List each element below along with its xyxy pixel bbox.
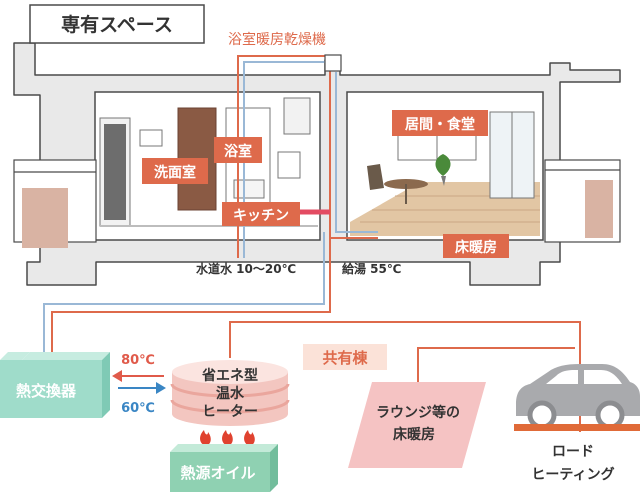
cold-supply-line <box>43 232 325 358</box>
hot-water-heater: 省エネ型 温水 ヒーター <box>170 360 290 426</box>
shared-building-title: 共有棟 <box>322 349 368 367</box>
temperature-arrows: 80℃ 60℃ <box>112 353 166 416</box>
kitchen-label: キッチン <box>233 208 289 224</box>
room-tag-living: 居間・食堂 <box>392 110 488 136</box>
heater-label-line2: 温水 <box>216 385 245 402</box>
cold-water-pipe-vertical <box>335 72 378 233</box>
washroom-label: 洗面室 <box>154 164 196 181</box>
road-label-line1: ロード <box>552 444 594 460</box>
flame-icon <box>200 430 211 446</box>
cold-water-pipe-upper <box>243 61 326 258</box>
hot-supply-line <box>51 238 331 358</box>
heat-exchanger: 熱交換器 <box>0 352 110 418</box>
temp-out-label: 80℃ <box>121 353 155 368</box>
room-tag-floor-heating: 床暖房 <box>443 234 509 258</box>
bathroom-dryer-label: 浴室暖房乾燥機 <box>228 31 326 48</box>
left-unit-interior <box>99 97 318 227</box>
heat-source-label: 熱源オイル <box>180 464 255 482</box>
tap-water-label: 水道水 10〜20℃ <box>196 261 296 276</box>
flame-icon <box>244 430 255 446</box>
lounge-floor-heating: ラウンジ等の 床暖房 <box>348 382 486 468</box>
lounge-feed-line <box>417 347 575 388</box>
floor-heating-label: 床暖房 <box>455 239 497 256</box>
heated-road-strip <box>514 424 640 431</box>
room-tag-kitchen: キッチン <box>222 202 300 226</box>
heat-exchanger-label: 熱交換器 <box>16 382 77 400</box>
bathroom-dryer-unit <box>324 54 342 72</box>
arrow-left-icon <box>112 370 122 382</box>
header-title-text: 専有スペース <box>61 13 173 36</box>
shared-building-tag: 共有棟 <box>303 344 387 370</box>
hot-water-pipe-upper <box>237 55 326 258</box>
header-title: 専有スペース <box>29 4 205 44</box>
hot-water-label: 給湯 55℃ <box>342 261 401 276</box>
room-tag-washroom: 洗面室 <box>142 158 208 184</box>
arrow-right-icon <box>156 382 166 394</box>
lounge-label-line1: ラウンジ等の <box>376 404 460 421</box>
flame-icon <box>222 430 233 446</box>
temp-in-label: 60℃ <box>121 401 155 416</box>
flame-icons <box>200 430 255 446</box>
living-label: 居間・食堂 <box>405 116 475 133</box>
lounge-label-line2: 床暖房 <box>393 426 435 443</box>
heater-label-line3: ヒーター <box>202 404 258 420</box>
road-heating: ロード ヒーティング <box>514 364 640 483</box>
room-tag-bathroom: 浴室 <box>214 137 262 163</box>
road-label-line2: ヒーティング <box>531 466 614 483</box>
heat-source-oil: 熱源オイル <box>170 444 278 492</box>
bathroom-label: 浴室 <box>224 143 252 160</box>
heater-label-line1: 省エネ型 <box>201 367 258 384</box>
